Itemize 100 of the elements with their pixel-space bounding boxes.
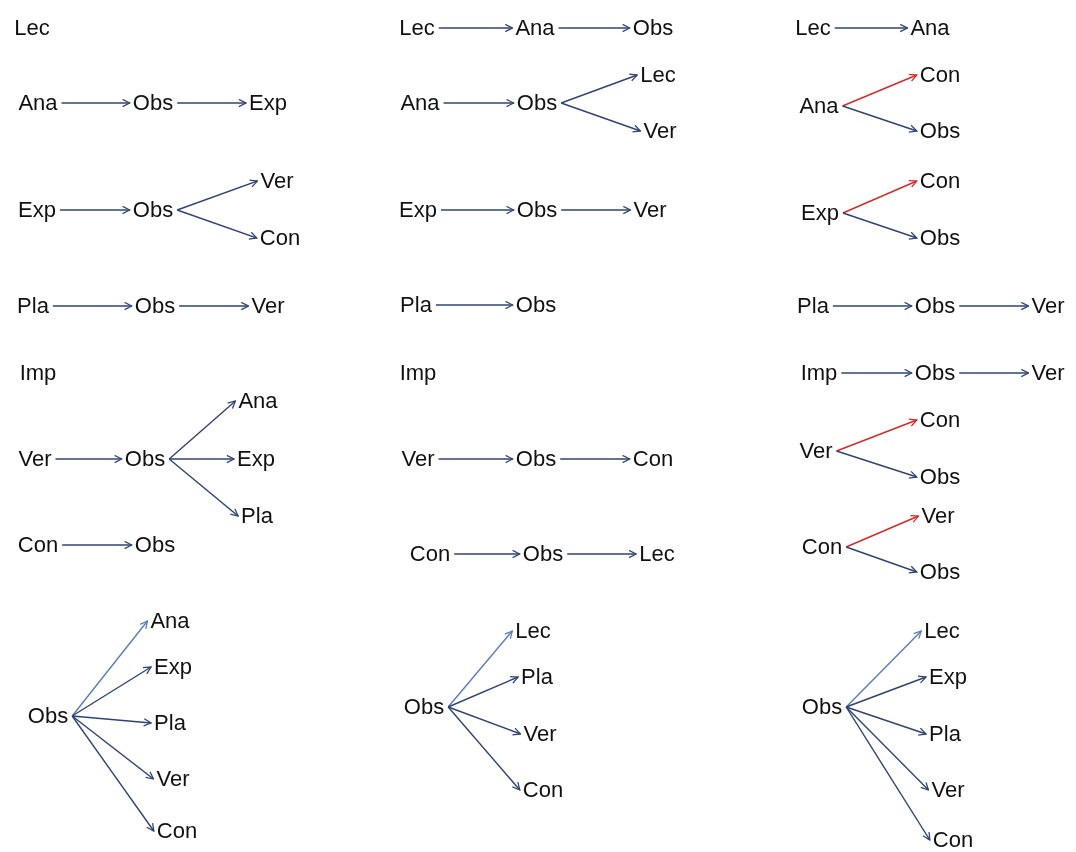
arrow <box>442 98 515 108</box>
term-label: Obs <box>515 446 557 472</box>
term-label: Ver <box>643 118 677 144</box>
arrow <box>447 706 522 736</box>
term-label: Con <box>632 446 674 472</box>
term-label: Lec <box>14 15 50 41</box>
arrow <box>447 675 519 708</box>
arrow <box>845 706 927 736</box>
arrow <box>835 450 918 479</box>
term-label: Imp <box>800 360 838 386</box>
arrow <box>176 98 247 108</box>
arrow <box>437 454 514 464</box>
arrow <box>59 205 131 215</box>
arrow <box>560 205 632 215</box>
arrow <box>842 179 918 214</box>
arrow <box>168 458 239 517</box>
term-label: Obs <box>515 292 557 318</box>
term-label: Exp <box>929 664 967 690</box>
term-label: Ana <box>910 15 950 41</box>
term-label: Pla <box>797 293 829 319</box>
arrow <box>71 715 155 832</box>
arrow <box>559 454 631 464</box>
term-label: Exp <box>399 197 437 223</box>
arrow <box>834 23 909 33</box>
term-label: Con <box>17 532 59 558</box>
arrow <box>841 73 918 107</box>
term-label: Obs <box>914 293 956 319</box>
arrow <box>168 454 235 464</box>
arrow <box>71 715 155 780</box>
arrow <box>845 514 920 548</box>
term-label: Obs <box>132 90 174 116</box>
term-label: Exp <box>801 200 839 226</box>
arrow <box>52 301 133 311</box>
arrow <box>453 549 521 559</box>
arrow <box>176 179 259 211</box>
arrow <box>841 105 918 133</box>
term-label: Lec <box>639 541 675 567</box>
arrow <box>845 675 927 708</box>
arrow <box>840 368 913 378</box>
term-label: Ver <box>921 503 955 529</box>
term-label: Obs <box>134 532 176 558</box>
term-label: Pla <box>241 503 273 529</box>
arrow <box>958 368 1030 378</box>
arrow <box>71 715 152 727</box>
arrow <box>176 209 258 240</box>
term-label: Obs <box>124 446 166 472</box>
arrow <box>178 301 250 311</box>
term-label: Obs <box>516 197 558 223</box>
term-label: Ver <box>260 168 294 194</box>
arrow <box>560 102 642 133</box>
term-label: Obs <box>914 360 956 386</box>
term-label: Con <box>409 541 451 567</box>
arrow <box>560 73 638 104</box>
term-label: Exp <box>249 90 287 116</box>
term-label: Pla <box>400 292 432 318</box>
term-label: Con <box>522 777 564 803</box>
arrow <box>71 620 149 717</box>
term-label: Obs <box>134 293 176 319</box>
arrow <box>61 540 133 550</box>
term-label: Ana <box>799 93 839 119</box>
term-label: Imp <box>19 360 57 386</box>
term-label: Exp <box>18 197 56 223</box>
arrow <box>845 630 922 708</box>
arrow <box>54 454 123 464</box>
term-label: Con <box>919 407 961 433</box>
term-label: Exp <box>154 654 192 680</box>
term-label: Ver <box>931 777 965 803</box>
arrow <box>842 212 918 240</box>
term-label: Ana <box>18 90 58 116</box>
term-label: Con <box>801 534 843 560</box>
term-label: Ana <box>400 90 440 116</box>
term-label: Lec <box>640 62 676 88</box>
term-label: Ver <box>633 197 667 223</box>
term-label: Imp <box>399 360 437 386</box>
term-label: Obs <box>919 118 961 144</box>
term-label: Ver <box>401 446 435 472</box>
arrow <box>60 98 131 108</box>
arrow <box>845 546 918 574</box>
arrow <box>435 300 514 310</box>
arrow <box>168 400 237 460</box>
arrow <box>71 666 152 717</box>
term-label: Con <box>919 168 961 194</box>
arrow <box>557 23 631 33</box>
term-label: Pla <box>929 721 961 747</box>
arrow <box>566 549 637 559</box>
arrow <box>440 205 515 215</box>
arrow <box>835 418 918 452</box>
arrow <box>845 706 931 841</box>
term-label: Obs <box>632 15 674 41</box>
term-label: Ver <box>799 438 833 464</box>
term-label: Pla <box>521 664 553 690</box>
term-label: Con <box>919 62 961 88</box>
term-label: Con <box>156 818 198 844</box>
term-label: Pla <box>17 293 49 319</box>
arrow <box>447 706 521 791</box>
term-label: Ver <box>1031 293 1065 319</box>
term-label: Ver <box>523 721 557 747</box>
term-label: Obs <box>801 694 843 720</box>
term-label: Obs <box>27 703 69 729</box>
term-label: Ver <box>156 766 190 792</box>
